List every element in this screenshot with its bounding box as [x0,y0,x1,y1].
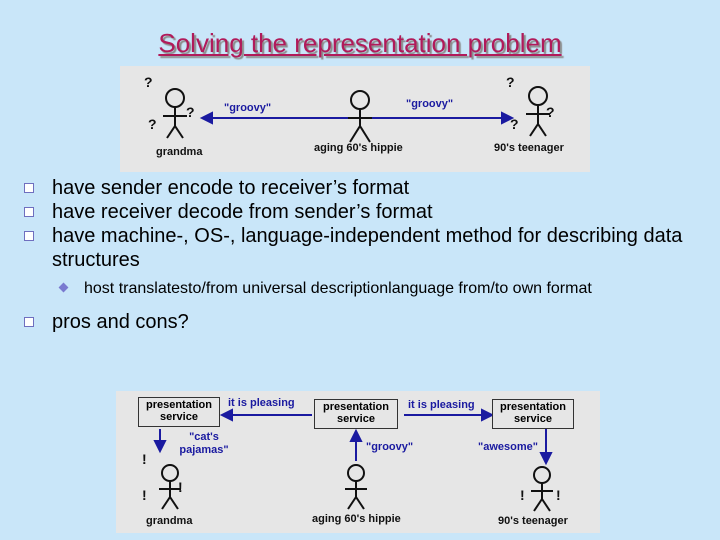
teenager-label: 90's teenager [498,515,568,527]
groovy-label-left: "groovy" [224,102,272,114]
presentation-service-box-middle: presentation service [314,399,398,429]
it-is-pleasing-label-left: it is pleasing [228,397,295,409]
question-mark: ? [546,104,555,120]
question-mark: ? [144,74,153,90]
presentation-service-drawing [153,408,553,512]
exclamation-mark: ! [142,451,147,467]
bullet-text: have machine-, OS-, language-independent… [52,225,683,271]
bullet-text: pros and cons? [52,311,189,333]
bullet-item: pros and cons? [22,310,702,334]
square-bullet-icon [24,183,34,193]
question-mark: ? [506,74,515,90]
cats-pajamas-label: "cat's pajamas" [179,431,229,456]
exclamation-mark: ! [142,487,147,503]
figure-presentation-service: presentation service presentation servic… [116,391,600,533]
it-is-pleasing-label-right: it is pleasing [408,399,475,411]
bullet-text: have receiver decode from sender’s forma… [52,201,433,223]
grandma-label: grandma [156,146,203,158]
groovy-label-right: "groovy" [406,98,454,110]
bullet-item: have receiver decode from sender’s forma… [22,200,702,224]
presentation-service-box-left: presentation service [138,397,220,427]
figure-encoding-problem: ? ? ? ? ? ? "groovy" "groovy" grandma ag… [120,66,590,172]
stick-figures-drawing [163,86,550,143]
question-mark: ? [186,104,195,120]
slide-title: Solving the representation problem [158,28,562,58]
question-mark: ? [510,116,519,132]
sub-bullet-item: host translatesto/from universal descrip… [58,278,702,300]
question-mark: ? [148,116,157,132]
teenager-label: 90's teenager [494,142,564,154]
sub-bullet-text: host translatesto/from universal descrip… [84,280,592,297]
square-bullet-icon [24,231,34,241]
diamond-bullet-icon [58,282,69,293]
bullet-text: have sender encode to receiver’s format [52,177,410,199]
bullet-list: have sender encode to receiver’s format … [22,176,702,334]
grandma-label: grandma [146,515,193,527]
hippie-label: aging 60's hippie [312,513,401,525]
square-bullet-icon [24,207,34,217]
hippie-label: aging 60's hippie [314,142,403,154]
groovy-label: "groovy" [366,441,414,453]
awesome-label: "awesome" [478,441,538,453]
exclamation-mark: ! [178,479,183,495]
presentation-service-box-right: presentation service [492,399,574,429]
exclamation-mark: ! [520,487,525,503]
square-bullet-icon [24,317,34,327]
bullet-item: have machine-, OS-, language-independent… [22,224,702,272]
bullet-item: have sender encode to receiver’s format [22,176,702,200]
exclamation-mark: ! [556,487,561,503]
